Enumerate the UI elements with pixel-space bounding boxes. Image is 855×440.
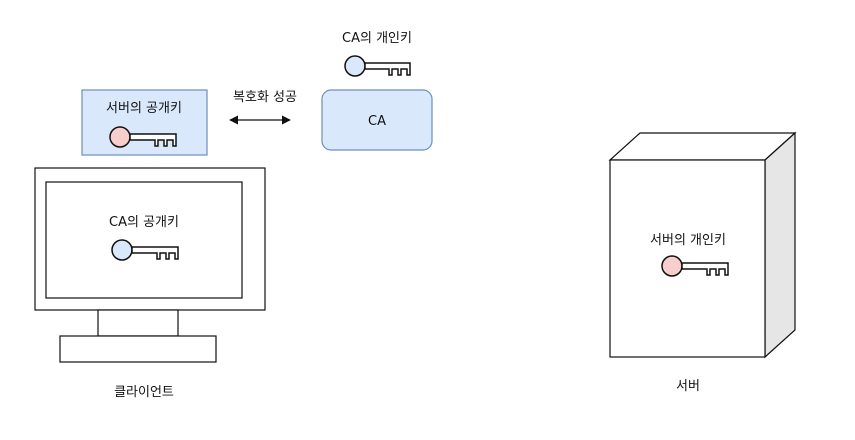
client-label: 클라이언트 bbox=[114, 385, 174, 400]
server-public-key-box: 서버의 공개키 bbox=[81, 89, 208, 156]
ca-box-label: CA bbox=[368, 114, 386, 129]
monitor-screen bbox=[45, 181, 243, 299]
server-private-key-icon bbox=[661, 255, 729, 277]
ca-public-key-icon bbox=[111, 239, 179, 261]
server-public-key-icon bbox=[109, 126, 177, 148]
decrypt-success-label: 복호화 성공 bbox=[233, 90, 297, 105]
ca-private-key-icon bbox=[344, 55, 411, 77]
monitor-neck bbox=[97, 309, 179, 337]
server-box-top bbox=[608, 132, 797, 161]
server-label: 서버 bbox=[676, 379, 700, 394]
ca-private-key-label: CA의 개인키 bbox=[342, 31, 412, 46]
server-box-front bbox=[609, 159, 766, 358]
server-public-key-label: 서버의 공개키 bbox=[106, 101, 182, 116]
server-box-side bbox=[764, 131, 796, 359]
monitor-base bbox=[59, 335, 217, 363]
server-private-key-label: 서버의 개인키 bbox=[650, 233, 726, 248]
ca-box: CA bbox=[321, 89, 433, 151]
client-monitor: CA의 공개키 bbox=[34, 167, 266, 363]
server-box: 서버의 개인키 bbox=[608, 131, 797, 359]
ca-public-key-label: CA의 공개키 bbox=[109, 215, 179, 230]
